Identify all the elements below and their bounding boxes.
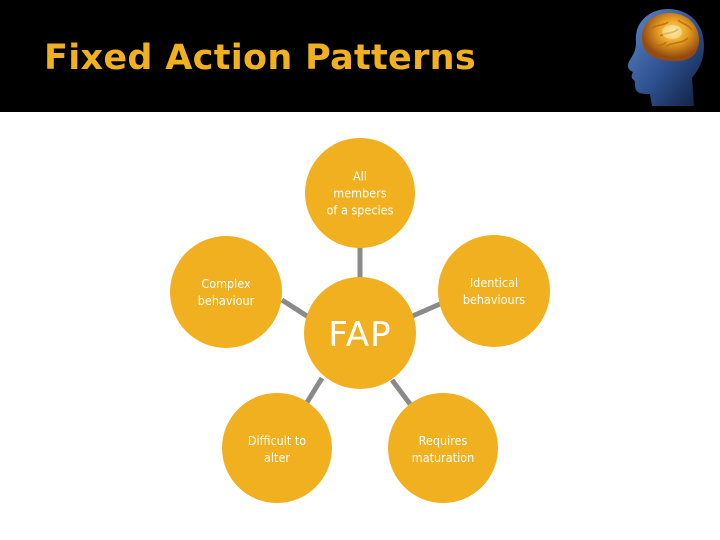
- node-label-bottom-right: Requires maturation: [412, 432, 474, 466]
- center-label: FAP: [328, 315, 391, 355]
- connector-bottom-right: [392, 380, 410, 404]
- connector-bottom-left: [306, 378, 322, 404]
- node-label-top: All members of a species: [327, 168, 394, 219]
- node-label-left: Complex behaviour: [198, 275, 255, 309]
- node-label-right: Identical behaviours: [463, 274, 525, 308]
- node-label-bottom-left: Difficult to alter: [248, 432, 306, 466]
- connector-left: [282, 300, 310, 318]
